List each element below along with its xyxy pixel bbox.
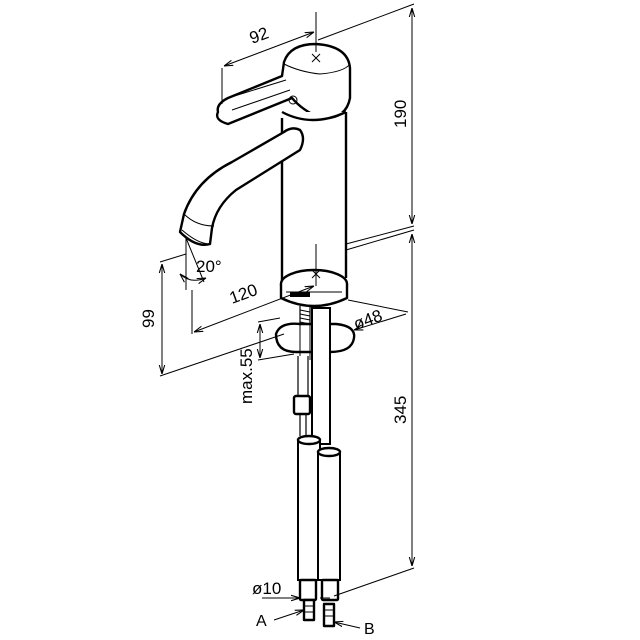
dim-hose-length: 345	[391, 396, 410, 424]
label-connection-a: A	[256, 613, 267, 630]
dim-base-diameter: ø48	[351, 306, 385, 334]
dim-spout-angle: 20°	[196, 257, 222, 276]
dim-max-thickness: max.55	[237, 348, 256, 404]
dimension-labels: 92 190 20° 120 99 ø48 max.55 345 ø10 A B	[139, 23, 410, 638]
label-connection-b: B	[364, 621, 375, 638]
dim-spout-height: 99	[139, 309, 158, 328]
dimension-lines	[160, 3, 414, 629]
dim-total-height: 190	[391, 100, 410, 128]
flexible-hoses	[296, 307, 342, 628]
spout	[178, 127, 305, 246]
dim-hose-diameter: ø10	[252, 579, 281, 598]
dim-lever-length: 92	[247, 23, 271, 47]
dim-spout-reach: 120	[227, 280, 260, 308]
